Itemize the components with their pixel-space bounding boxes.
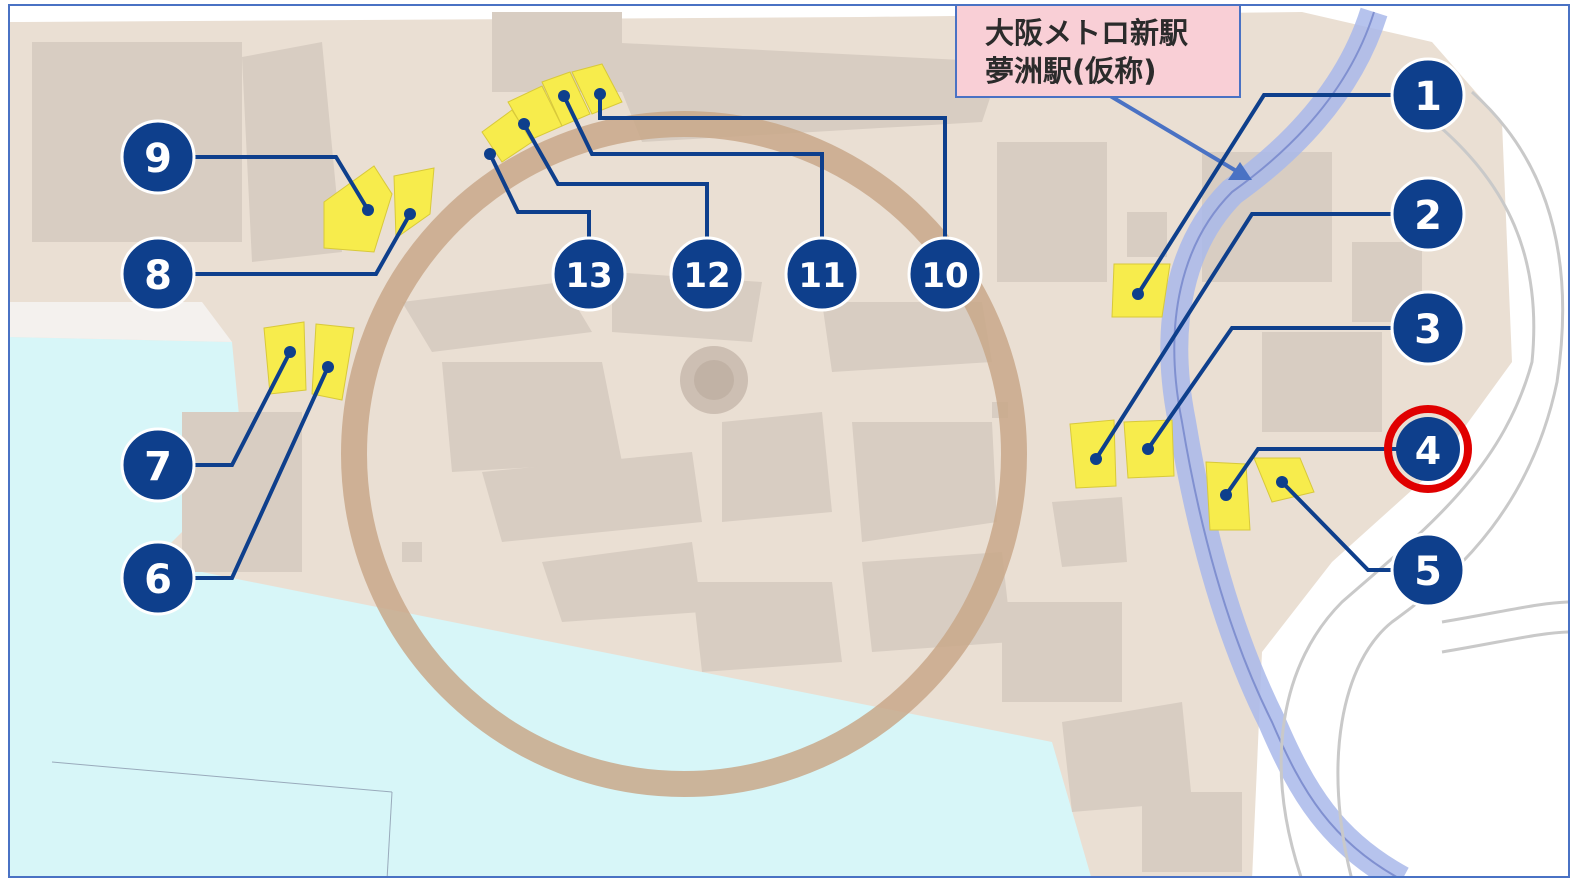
ring-walkway xyxy=(341,111,1027,797)
marker-4-highlight-ring xyxy=(1384,405,1472,493)
station-callout-line2: 夢洲駅(仮称) xyxy=(985,54,1157,88)
marker-6-label: 6 xyxy=(144,557,172,603)
marker-5-label: 5 xyxy=(1414,549,1442,595)
marker-6[interactable]: 6 xyxy=(120,540,196,616)
marker-1-label: 1 xyxy=(1414,74,1442,120)
marker-10-label: 10 xyxy=(921,256,968,296)
marker-10[interactable]: 10 xyxy=(907,236,983,312)
marker-4-label: 4 xyxy=(1415,429,1441,473)
marker-11[interactable]: 11 xyxy=(784,236,860,312)
marker-8-label: 8 xyxy=(144,253,172,299)
marker-9[interactable]: 9 xyxy=(120,119,196,195)
site-block-8 xyxy=(393,167,435,239)
marker-4[interactable]: 4 xyxy=(1396,417,1460,481)
marker-3-label: 3 xyxy=(1414,307,1442,353)
station-callout: 大阪メトロ新駅 夢洲駅(仮称) xyxy=(955,4,1241,98)
marker-8[interactable]: 8 xyxy=(120,236,196,312)
marker-12-label: 12 xyxy=(683,256,730,296)
marker-11-label: 11 xyxy=(798,256,845,296)
marker-13[interactable]: 13 xyxy=(551,236,627,312)
site-block-9 xyxy=(323,165,393,253)
marker-12[interactable]: 12 xyxy=(669,236,745,312)
marker-2-label: 2 xyxy=(1414,193,1442,239)
marker-7[interactable]: 7 xyxy=(120,427,196,503)
station-callout-line1: 大阪メトロ新駅 xyxy=(985,16,1189,50)
buildings xyxy=(32,12,1422,872)
marker-3[interactable]: 3 xyxy=(1390,290,1466,366)
marker-13-label: 13 xyxy=(565,256,612,296)
marker-9-label: 9 xyxy=(144,136,172,182)
marker-2[interactable]: 2 xyxy=(1390,176,1466,252)
marker-7-label: 7 xyxy=(144,444,172,490)
station-pointer-arrow xyxy=(1105,92,1240,174)
marker-1[interactable]: 1 xyxy=(1390,57,1466,133)
site-map: 1 2 3 4 5 6 7 8 xyxy=(8,4,1570,878)
marker-5[interactable]: 5 xyxy=(1390,532,1466,608)
